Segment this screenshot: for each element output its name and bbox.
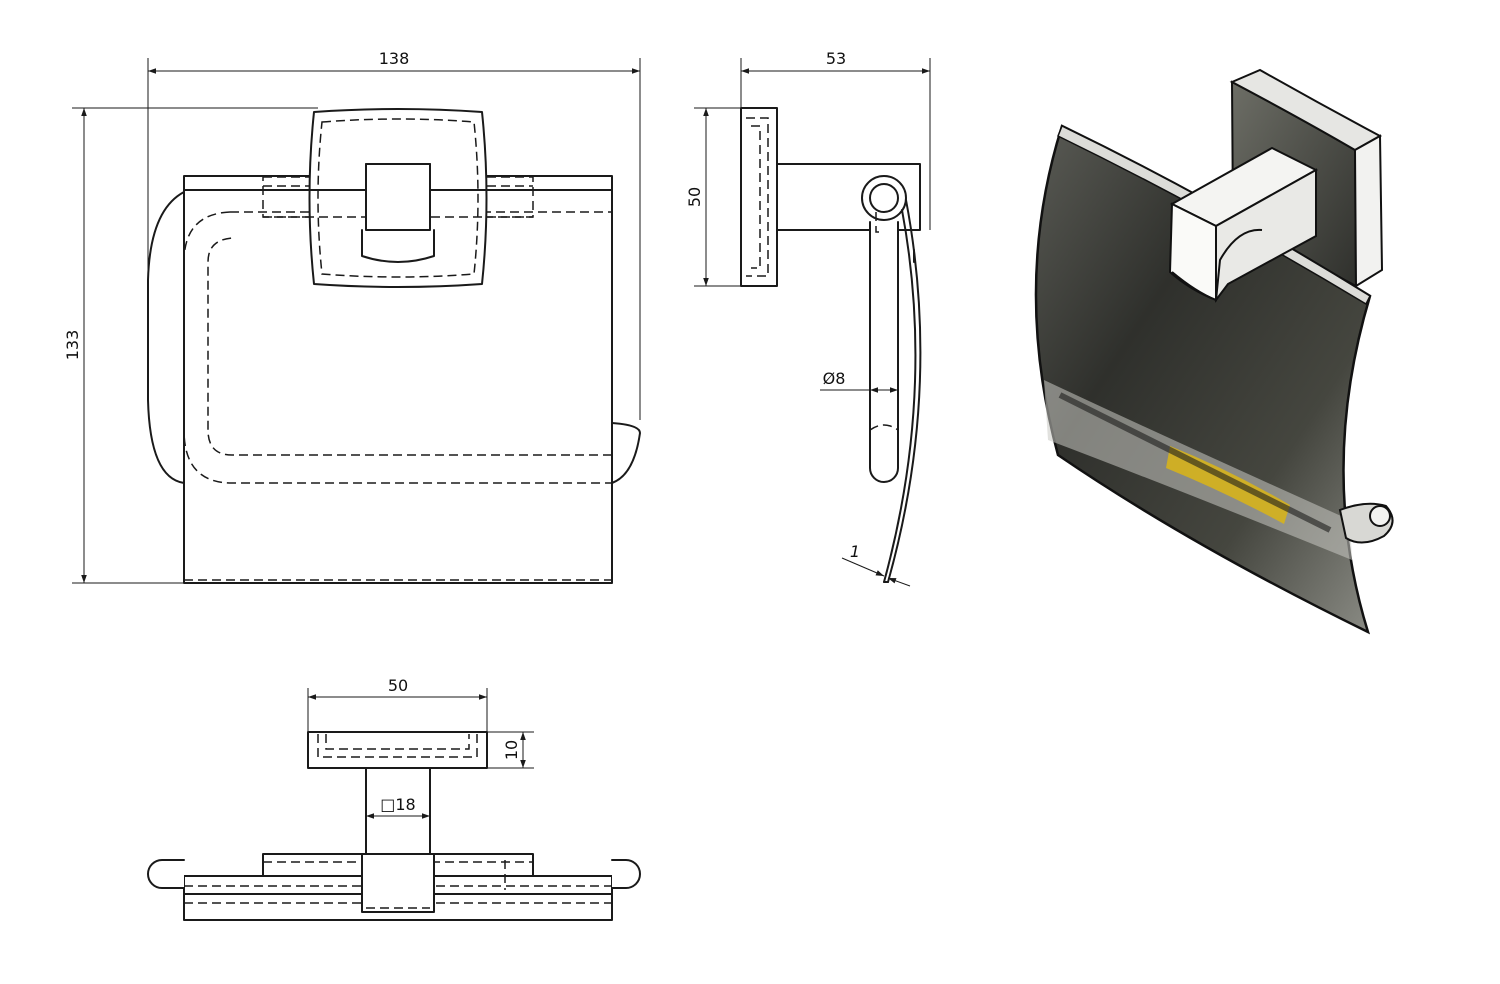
side-wall-plate [740,107,778,287]
side-dim-cover-thickness-label: 1 [850,542,860,561]
top-dim-post-square-label: □18 [380,795,415,814]
iso-wall-plate-side [1353,134,1384,288]
top-rod-end-right [611,859,641,889]
side-dim-rod-diameter-label: Ø8 [823,369,846,388]
isometric-render [1034,68,1394,635]
top-wall-plate [307,731,488,769]
front-post-saddle [361,229,435,263]
side-rod-hidden [869,424,899,431]
top-wall-plate-hidden [317,734,478,758]
side-dim-plate-height-label: 50 [685,187,704,207]
iso-post-side [1215,168,1317,303]
top-wall-plate-hidden-2 [325,734,470,750]
side-rod-loop-inner [869,183,899,213]
iso-rod-hook-end [1369,505,1391,527]
top-post-front [361,853,435,913]
top-rod-end-left [147,859,185,889]
top-dim-plate-thickness-label: 10 [502,740,521,760]
front-post [365,163,431,231]
top-dim-plate-thickness: 10 [487,731,534,769]
side-rod-hidden-top [875,212,884,233]
side-wall-plate-hidden [746,117,769,277]
side-arm [776,163,921,231]
front-view: 138 133 [63,49,641,584]
side-cover-inner [883,209,917,583]
side-wall-plate-hidden-2 [751,125,761,269]
side-dim-depth: 53 [740,49,931,230]
top-dim-plate-width: 50 [307,676,488,732]
top-dim-post-square: □18 [366,795,430,819]
front-post-face [365,163,431,231]
front-dim-width-label: 138 [379,49,410,68]
iso-post-slot [1171,228,1263,302]
side-rod [869,221,899,483]
top-dim-plate-width-label: 50 [388,676,408,695]
side-dim-depth-label: 53 [826,49,846,68]
front-dim-height: 133 [63,107,318,584]
iso-cover-reflection-dark [1058,392,1332,533]
side-view: 53 50 Ø8 1 [685,49,931,587]
side-dim-cover-thickness: 1 [841,542,911,587]
front-ring-right-tip [611,422,641,484]
side-rod-loop [861,175,907,221]
front-ring-left [147,191,185,484]
side-dim-plate-height: 50 [685,107,741,287]
side-dim-rod-diameter: Ø8 [820,369,898,393]
front-wall-plate-inner [317,118,479,278]
top-view: 50 10 □18 [147,676,641,921]
front-dim-width: 138 [147,49,641,420]
front-dim-height-label: 133 [63,330,82,361]
